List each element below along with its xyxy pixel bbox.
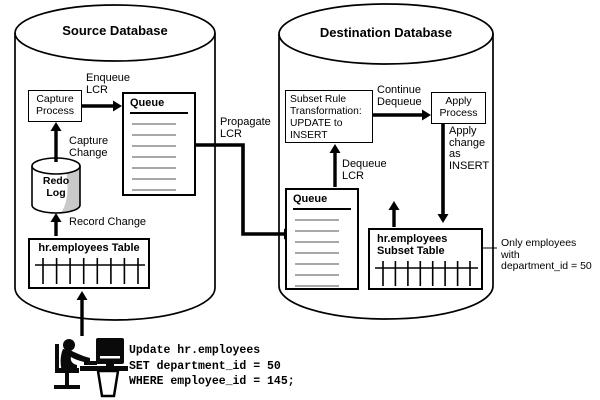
queue-entries bbox=[287, 219, 357, 287]
dequeue-lcr-label: Dequeue LCR bbox=[342, 158, 387, 182]
table-grid-icon bbox=[375, 261, 478, 286]
enqueue-lcr-arrow bbox=[82, 100, 122, 112]
table-grid-icon bbox=[35, 258, 145, 284]
capture-change-arrow bbox=[50, 122, 62, 162]
propagate-lcr-label: Propagate LCR bbox=[220, 116, 271, 140]
subset-table-up-arrow bbox=[388, 201, 400, 227]
enqueue-lcr-label: Enqueue LCR bbox=[86, 72, 131, 96]
source-database-title: Source Database bbox=[62, 23, 168, 38]
destination-database-title: Destination Database bbox=[319, 25, 453, 40]
capture-process-box: Capture Process bbox=[28, 90, 82, 122]
user-update-arrow bbox=[76, 291, 88, 336]
subset-table-box: hr.employees Subset Table bbox=[368, 228, 483, 290]
subset-callout-label: Only employees with department_id = 50 bbox=[501, 237, 592, 272]
record-change-arrow bbox=[50, 213, 62, 236]
subset-rule-transformation-box: Subset Rule Transformation: UPDATE to IN… bbox=[285, 90, 373, 143]
dequeue-lcr-arrow bbox=[329, 144, 341, 187]
destination-database-cylinder-icon bbox=[278, 3, 494, 320]
person-at-computer-icon bbox=[54, 338, 128, 398]
record-change-label: Record Change bbox=[69, 216, 147, 228]
apply-process-box: Apply Process bbox=[431, 92, 486, 124]
redo-log-cylinder-icon bbox=[31, 157, 81, 214]
continue-dequeue-arrow bbox=[373, 109, 431, 121]
employees-table-box: hr.employees Table bbox=[28, 238, 150, 289]
continue-dequeue-label: Continue Dequeue bbox=[377, 84, 422, 108]
sql-statement: Update hr.employees SET department_id = … bbox=[129, 344, 295, 388]
source-database-cylinder-icon bbox=[14, 4, 216, 321]
source-queue-box: Queue bbox=[122, 92, 196, 196]
destination-queue-title: Queue bbox=[293, 193, 351, 210]
destination-queue-box: Queue bbox=[285, 188, 359, 290]
redo-log-label: Redo Log bbox=[42, 175, 70, 199]
subset-table-title: hr.employees Subset Table bbox=[377, 233, 448, 257]
apply-change-as-insert-label: Apply change as INSERT bbox=[449, 125, 490, 172]
employees-table-title: hr.employees Table bbox=[38, 242, 140, 254]
capture-change-label: Capture Change bbox=[69, 135, 109, 159]
apply-insert-arrow bbox=[437, 123, 449, 223]
queue-entries bbox=[124, 123, 194, 191]
source-queue-title: Queue bbox=[130, 97, 188, 114]
